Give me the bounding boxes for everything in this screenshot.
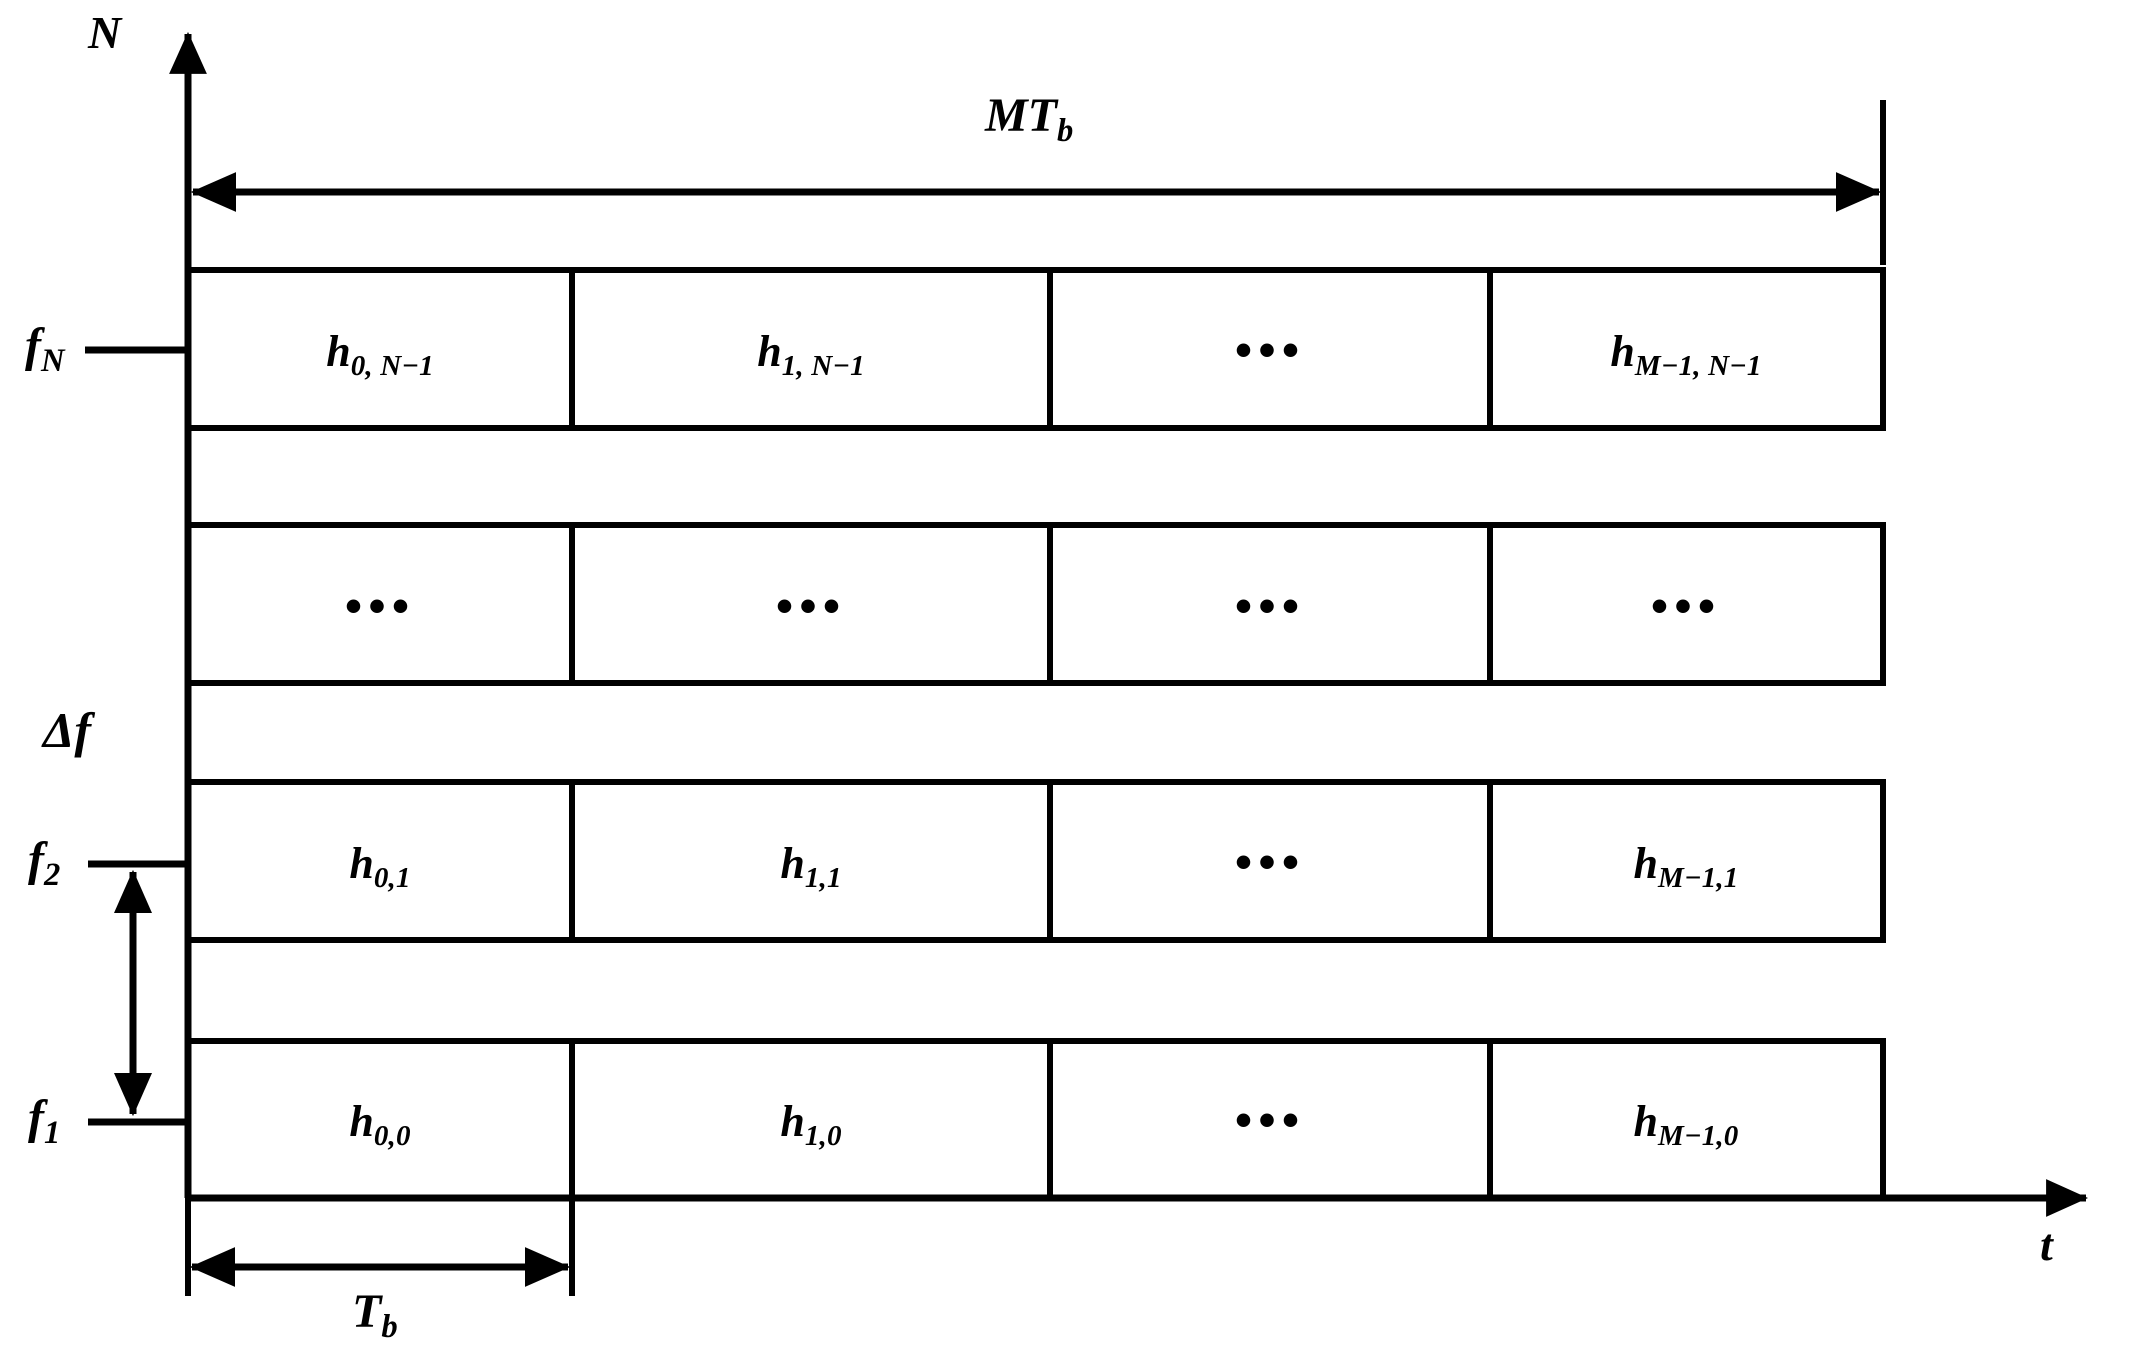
total-duration-sub: b bbox=[1057, 112, 1074, 149]
cell-sub: 1, N−1 bbox=[781, 350, 865, 383]
grid-cell bbox=[1487, 267, 1886, 431]
grid-cell bbox=[1487, 1038, 1886, 1201]
cell-label: h0,0 bbox=[349, 1097, 410, 1151]
cell-main: h bbox=[349, 839, 374, 888]
symbol-duration-label: Tb bbox=[352, 1285, 398, 1344]
cell-main: h bbox=[780, 839, 805, 888]
y-axis-label: N bbox=[88, 7, 122, 58]
freq-tick-label-fN-main: f bbox=[25, 319, 41, 372]
freq-tick-label-f2-sub: 2 bbox=[43, 856, 61, 893]
freq-tick-label-f2-main: f bbox=[28, 833, 44, 886]
cell-ellipsis: ••• bbox=[1650, 578, 1722, 634]
grid-cell bbox=[1487, 779, 1886, 943]
cell-ellipsis: ••• bbox=[1234, 322, 1306, 378]
cell-sub: 1,0 bbox=[804, 1120, 842, 1153]
freq-spacing-label: Δf bbox=[43, 702, 91, 758]
cell-label: h0,1 bbox=[349, 839, 410, 893]
symbol-duration-span-group bbox=[185, 1198, 575, 1296]
cell-label: h1,0 bbox=[780, 1097, 841, 1151]
cell-sub: 0,0 bbox=[373, 1120, 411, 1153]
cell-main: h bbox=[1610, 327, 1635, 376]
cell-sub: 0, N−1 bbox=[350, 350, 434, 383]
cell-label: h1, N−1 bbox=[757, 327, 864, 381]
cell-main: h bbox=[757, 327, 782, 376]
cell-main: h bbox=[349, 1097, 374, 1146]
total-duration-main: MT bbox=[985, 89, 1057, 142]
grid-cell bbox=[1487, 522, 1886, 686]
cell-main: h bbox=[1633, 1097, 1659, 1146]
freq-tick-label-fN-sub: N bbox=[40, 342, 65, 379]
freq-tick-label-f1: f1 bbox=[28, 1091, 61, 1150]
cell-sub: M−1,1 bbox=[1658, 862, 1739, 895]
grid-row-3 bbox=[185, 1038, 1886, 1201]
cell-ellipsis: ••• bbox=[1234, 578, 1306, 634]
cell-ellipsis: ••• bbox=[1234, 1092, 1306, 1148]
cell-ellipsis: ••• bbox=[775, 578, 847, 634]
cell-label: hM−1,1 bbox=[1633, 839, 1739, 893]
frequency-ticks-group bbox=[85, 346, 191, 1126]
cell-label: h1,1 bbox=[780, 839, 841, 893]
cell-ellipsis: ••• bbox=[344, 578, 416, 634]
cell-sub: M−1, N−1 bbox=[1634, 350, 1762, 383]
freq-tick-label-fN: fN bbox=[25, 319, 65, 378]
cell-label: hM−1, N−1 bbox=[1610, 327, 1761, 381]
cell-main: h bbox=[1633, 839, 1659, 888]
grid-row-2 bbox=[185, 779, 1886, 943]
cell-label: h0, N−1 bbox=[326, 327, 433, 381]
cell-sub: 0,1 bbox=[373, 862, 411, 895]
total-duration-span-group bbox=[190, 100, 1886, 265]
freq-tick-label-f1-main: f bbox=[28, 1091, 44, 1144]
grid-row-1 bbox=[185, 522, 1886, 686]
total-duration-label: MTb bbox=[985, 89, 1074, 148]
symbol-duration-main: T bbox=[352, 1285, 382, 1338]
cell-label: hM−1,0 bbox=[1633, 1097, 1739, 1151]
cell-main: h bbox=[326, 327, 351, 376]
resource-grid-group bbox=[185, 267, 1886, 1201]
cell-sub: 1,1 bbox=[804, 862, 842, 895]
x-axis-label: t bbox=[2040, 1219, 2053, 1270]
cell-ellipsis: ••• bbox=[1234, 834, 1306, 890]
cell-main: h bbox=[780, 1097, 805, 1146]
freq-tick-label-f1-sub: 1 bbox=[43, 1114, 61, 1151]
cell-sub: M−1,0 bbox=[1658, 1120, 1739, 1153]
symbol-duration-sub: b bbox=[381, 1308, 398, 1345]
axes-group bbox=[169, 31, 2089, 1217]
freq-tick-label-f2: f2 bbox=[28, 833, 61, 892]
